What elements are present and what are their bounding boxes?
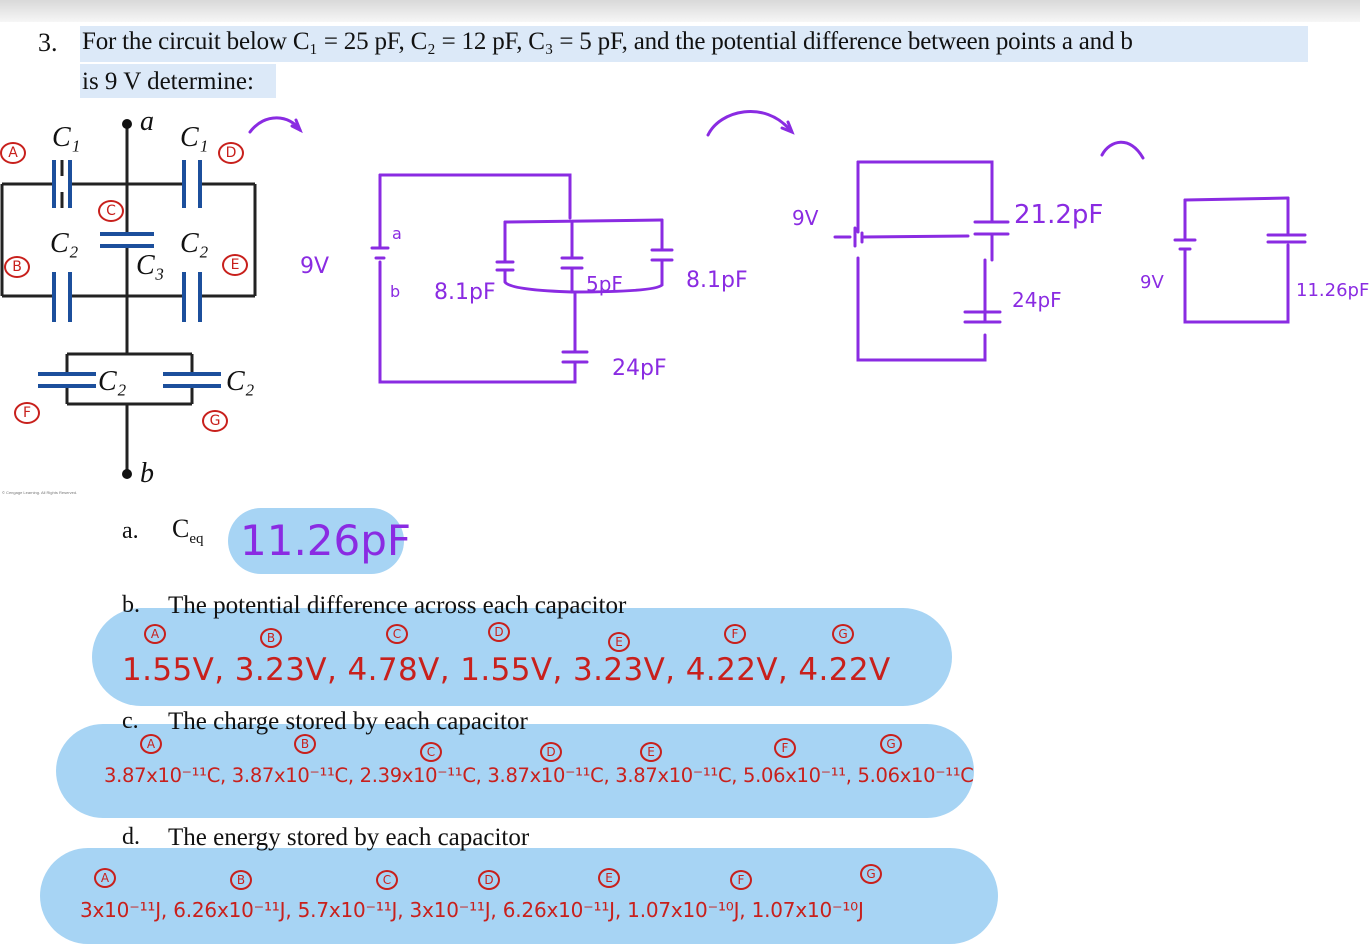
part-c-prompt: The charge stored by each capacitor bbox=[168, 708, 528, 735]
cap-label-c2-bottom-left: C₂ bbox=[98, 366, 127, 397]
part-a-prompt: Ceq bbox=[172, 514, 204, 548]
marker-e: E bbox=[222, 254, 248, 276]
question-line-2: is 9 V determine: bbox=[82, 68, 254, 95]
sketch1-cap-4: 24pF bbox=[612, 356, 667, 381]
c-marker-d: D bbox=[540, 742, 562, 762]
c-marker-b: B bbox=[294, 734, 316, 754]
arrow-3 bbox=[1100, 140, 1145, 160]
d-marker-a: A bbox=[94, 868, 116, 888]
c-marker-g: G bbox=[880, 734, 902, 754]
marker-c: C bbox=[98, 200, 124, 222]
d-marker-c: C bbox=[376, 870, 398, 890]
window-top-bar bbox=[0, 0, 1360, 22]
part-d-label: d. bbox=[122, 824, 140, 850]
cap-label-c1-right: C₁ bbox=[180, 122, 209, 153]
d-marker-b: B bbox=[230, 870, 252, 890]
node-a-dot bbox=[122, 119, 132, 129]
node-a-label: a bbox=[140, 106, 154, 137]
sketch1-cap-2: 5pF bbox=[586, 272, 623, 296]
question-highlight-2 bbox=[80, 64, 276, 98]
answer-a-highlight bbox=[228, 508, 404, 574]
d-marker-e: E bbox=[598, 868, 620, 888]
question-highlight bbox=[80, 26, 1308, 62]
b-marker-e: E bbox=[608, 632, 630, 652]
answer-b: 1.55V, 3.23V, 4.78V, 1.55V, 3.23V, 4.22V… bbox=[122, 652, 891, 688]
sketch2-cap-2: 24pF bbox=[1012, 288, 1062, 312]
sketch1-node-a: a bbox=[392, 224, 402, 243]
answer-c-highlight bbox=[56, 724, 974, 818]
sketch1-node-b: b bbox=[390, 282, 401, 301]
part-a-label: a. bbox=[122, 518, 139, 544]
marker-d: D bbox=[218, 142, 244, 164]
part-d-prompt: The energy stored by each capacitor bbox=[168, 824, 530, 851]
sketch1-cap-1: 8.1pF bbox=[434, 280, 496, 305]
node-b-dot bbox=[122, 469, 132, 479]
node-b-label: b bbox=[140, 458, 154, 489]
answer-b-highlight bbox=[92, 608, 952, 706]
marker-b: B bbox=[4, 256, 30, 278]
d-marker-g: G bbox=[860, 864, 882, 884]
b-marker-a: A bbox=[144, 624, 166, 644]
b-marker-c: C bbox=[386, 624, 408, 644]
c-marker-e: E bbox=[640, 742, 662, 762]
c-marker-c: C bbox=[420, 742, 442, 762]
part-a-prompt-c: C bbox=[172, 514, 190, 543]
d-marker-f: F bbox=[730, 870, 752, 890]
c-marker-a: A bbox=[140, 734, 162, 754]
answer-a: 11.26pF bbox=[240, 516, 412, 565]
cap-label-c1-left: C₁ bbox=[52, 122, 81, 153]
c-marker-f: F bbox=[774, 738, 796, 758]
sketch1-voltage: 9V bbox=[300, 254, 330, 279]
sketch2-voltage: 9V bbox=[792, 206, 819, 230]
answer-d-highlight bbox=[40, 848, 998, 944]
b-marker-g: G bbox=[832, 624, 854, 644]
d-marker-d: D bbox=[478, 870, 500, 890]
cap-label-c2-left: C₂ bbox=[50, 228, 79, 259]
marker-a: A bbox=[0, 142, 26, 164]
sketch2-cap-1: 21.2pF bbox=[1014, 200, 1104, 230]
sketch3-cap: 11.26pF bbox=[1296, 280, 1369, 301]
b-marker-d: D bbox=[488, 622, 510, 642]
part-c-label: c. bbox=[122, 708, 139, 734]
cap-label-c3: C₃ bbox=[136, 250, 165, 281]
arrow-2 bbox=[706, 110, 792, 137]
answer-d: 3x10⁻¹¹J, 6.26x10⁻¹¹J, 5.7x10⁻¹¹J, 3x10⁻… bbox=[80, 898, 864, 922]
question-line-1: For the circuit below C₁ = 25 pF, C₂ = 1… bbox=[82, 28, 1133, 55]
question-number: 3. bbox=[38, 28, 58, 57]
sketch3-voltage: 9V bbox=[1140, 272, 1164, 293]
b-marker-b: B bbox=[260, 628, 282, 648]
marker-f: F bbox=[14, 402, 40, 424]
marker-g: G bbox=[202, 410, 228, 432]
cap-label-c2-right: C₂ bbox=[180, 228, 209, 259]
answer-c: 3.87x10⁻¹¹C, 3.87x10⁻¹¹C, 2.39x10⁻¹¹C, 3… bbox=[104, 764, 974, 787]
arrow-1 bbox=[248, 116, 302, 134]
copyright-note: © Cengage Learning. All Rights Reserved. bbox=[2, 490, 78, 495]
b-marker-f: F bbox=[724, 624, 746, 644]
sketch1-cap-3: 8.1pF bbox=[686, 268, 748, 293]
part-a-prompt-sub: eq bbox=[189, 531, 204, 548]
part-b-label: b. bbox=[122, 592, 140, 618]
part-b-prompt: The potential difference across each cap… bbox=[168, 592, 627, 619]
cap-label-c2-bottom-right: C₂ bbox=[226, 366, 255, 397]
